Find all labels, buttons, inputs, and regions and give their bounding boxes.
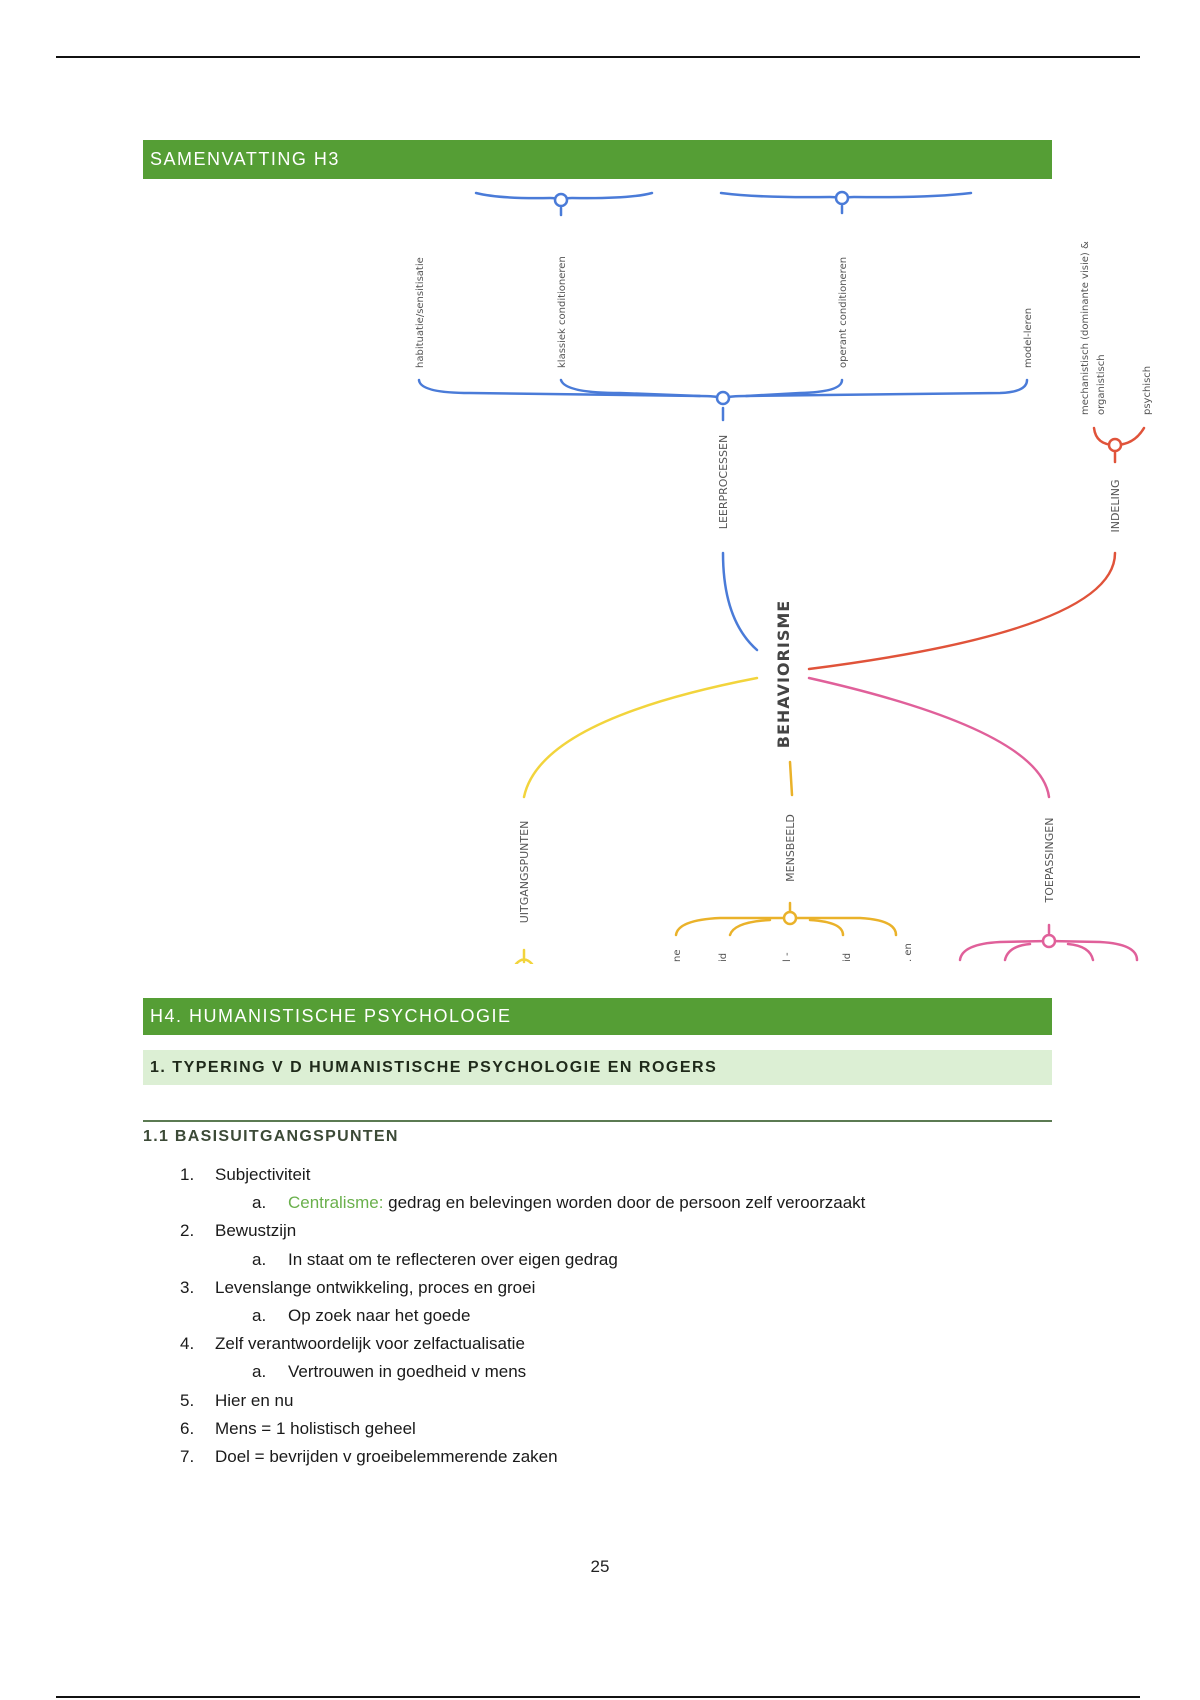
- mensbeeld-fragment: id: [842, 953, 853, 962]
- highlight-term: Centralisme:: [288, 1193, 384, 1213]
- list-text-body: In staat om te reflecteren over eigen ge…: [288, 1249, 618, 1269]
- list-text: Vertrouwen in goedheid v mens: [288, 1362, 526, 1382]
- list-marker: a.: [252, 1362, 267, 1382]
- list-text: Centralisme: gedrag en belevingen worden…: [288, 1193, 865, 1213]
- list-text: Op zoek naar het goede: [288, 1306, 470, 1326]
- section-title: 1. TYPERING V D HUMANISTISCHE PSYCHOLOGI…: [150, 1058, 718, 1076]
- mensbeeld-branch: [674, 760, 898, 937]
- leerprocessen-branch: [417, 190, 1029, 652]
- leaf-klassiek: klassiek conditioneren: [557, 256, 568, 368]
- subsection-rule: [143, 1120, 1052, 1122]
- indeling-branch: [807, 426, 1146, 671]
- list-text-body: Zelf verantwoordelijk voor zelfactualisa…: [215, 1334, 525, 1354]
- list-text: Doel = bevrijden v groeibelemmerende zak…: [215, 1447, 558, 1467]
- chapter-title: H4. HUMANISTISCHE PSYCHOLOGIE: [150, 1006, 512, 1026]
- uitgangspunten-branch: [514, 676, 759, 964]
- list-text: Levenslange ontwikkeling, proces en groe…: [215, 1278, 535, 1298]
- leerprocessen-label: LEERPROCESSEN: [717, 435, 730, 529]
- list-text-body: Op zoek naar het goede: [288, 1306, 471, 1325]
- mensbeeld-fragment: l -: [782, 952, 793, 962]
- list-marker: a.: [252, 1306, 267, 1325]
- mensbeeld-fragment: ne: [672, 950, 683, 963]
- list-marker: 5.: [180, 1390, 195, 1410]
- list-marker: 7.: [180, 1447, 195, 1466]
- leaf-mechanistisch: mechanistisch (dominante visie) &: [1080, 241, 1091, 415]
- chapter-header-h4: H4. HUMANISTISCHE PSYCHOLOGIE: [143, 998, 1052, 1035]
- list-text: Zelf verantwoordelijk voor zelfactualisa…: [215, 1334, 525, 1354]
- top-rule: [56, 56, 1140, 58]
- subsection-title: 1.1 BASISUITGANGSPUNTEN: [143, 1128, 399, 1145]
- list-text-body: Vertrouwen in goedheid v mens: [288, 1362, 527, 1382]
- list-text-body: Mens = 1 holistisch geheel: [215, 1418, 416, 1438]
- leaf-model-leren: model-leren: [1023, 308, 1034, 368]
- mensbeeld-fragment: . en: [903, 943, 914, 962]
- list-text-body: gedrag en belevingen worden door de pers…: [383, 1193, 866, 1213]
- list-text-body: Subjectiviteit: [215, 1165, 311, 1184]
- list-text-body: Bewustzijn: [215, 1221, 297, 1241]
- uitgangspunten-label: UITGANGSPUNTEN: [518, 821, 531, 924]
- leaf-habituatie: habituatie/sensitisatie: [415, 257, 426, 368]
- list-text: Mens = 1 holistisch geheel: [215, 1419, 416, 1439]
- indeling-label: INDELING: [1109, 479, 1122, 532]
- list-marker: 4.: [180, 1334, 195, 1354]
- toepassingen-branch: [807, 676, 1139, 962]
- toepassingen-label: TOEPASSINGEN: [1043, 818, 1056, 904]
- mindmap-center-label: BEHAVIORISME: [774, 600, 793, 748]
- leaf-operant: operant conditioneren: [838, 257, 849, 368]
- section-header-title: SAMENVATTING H3: [150, 149, 340, 169]
- list-marker: 3.: [180, 1277, 195, 1297]
- section-header-h3: SAMENVATTING H3: [143, 140, 1052, 179]
- list-marker: a.: [252, 1249, 267, 1269]
- mensbeeld-fragment: id: [718, 953, 729, 962]
- list-text-body: Doel = bevrijden v groeibelemmerende zak…: [215, 1447, 558, 1466]
- list-marker: 2.: [180, 1221, 195, 1241]
- list-marker: a.: [252, 1193, 267, 1213]
- list-text: In staat om te reflecteren over eigen ge…: [288, 1250, 618, 1270]
- bottom-rule: [56, 1696, 1140, 1698]
- list-text-body: Levenslange ontwikkeling, proces en groe…: [215, 1277, 536, 1297]
- list-text-body: Hier en nu: [215, 1390, 294, 1410]
- leaf-organistisch: organistisch: [1096, 354, 1107, 415]
- mensbeeld-label: MENSBEELD: [784, 814, 797, 882]
- leaf-psychisch: psychisch: [1142, 366, 1153, 415]
- list-marker: 6.: [180, 1418, 195, 1438]
- list-text: Bewustzijn: [215, 1221, 296, 1241]
- section-header: 1. TYPERING V D HUMANISTISCHE PSYCHOLOGI…: [143, 1050, 1052, 1085]
- list-text: Subjectiviteit: [215, 1165, 310, 1185]
- page-number: 25: [590, 1557, 610, 1576]
- list-marker: 1.: [180, 1165, 195, 1184]
- list-text: Hier en nu: [215, 1391, 293, 1411]
